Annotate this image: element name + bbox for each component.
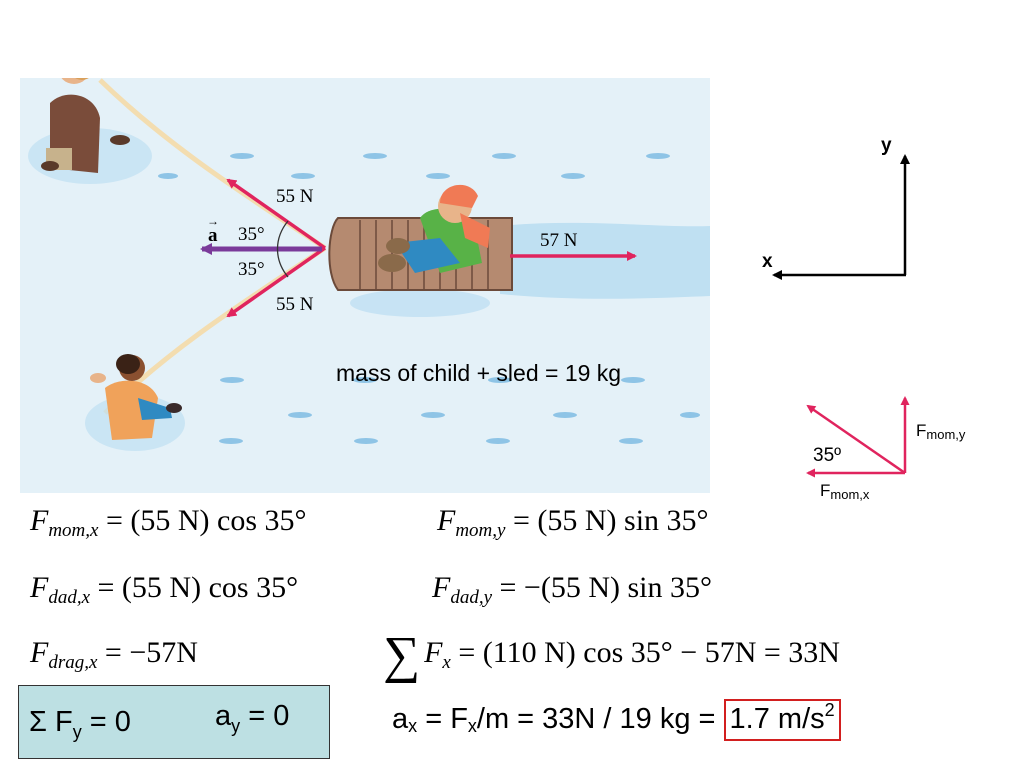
sled-trail — [500, 222, 710, 299]
child-figure — [378, 184, 490, 273]
eq-fdad-y: Fdad,y = −(55 N) sin 35° — [432, 571, 713, 608]
angle-arc — [276, 220, 289, 278]
fmomx-label: Fmom,x — [820, 481, 870, 502]
acceleration-result-box: 1.7 m/s2 — [723, 699, 841, 741]
force-arrow-mom — [226, 178, 327, 250]
angle-top-label: 35° — [238, 224, 265, 245]
vertical-equilibrium-box: Σ Fy = 0 ay = 0 — [18, 685, 330, 759]
snow-marks — [158, 153, 700, 444]
vector-angle-label: 35º — [813, 445, 841, 466]
accel-vector-arrow-icon: → — [207, 214, 219, 228]
eq-fdad-x: Fdad,x = (55 N) cos 35° — [30, 571, 299, 608]
drag-force-label: 57 N — [540, 230, 578, 251]
dad-figure — [85, 354, 185, 451]
y-axis-label: y — [881, 135, 892, 156]
angle-bottom-label: 35° — [238, 259, 265, 280]
mom-force-vector — [806, 404, 906, 475]
mom-figure — [28, 78, 152, 184]
eq-fdrag-x: Fdrag,x = −57N — [30, 636, 198, 673]
eq-sum-fx: ∑Fx = (110 N) cos 35° − 57N = 33N — [383, 627, 840, 684]
mom-force-label: 55 N — [276, 186, 314, 207]
mom-force-component-diagram: 35º Fmom,y Fmom,x — [806, 396, 966, 502]
eq-fmom-x: Fmom,x = (55 N) cos 35° — [30, 504, 307, 541]
acceleration-result-line: ax = Fx/m = 33N / 19 kg = 1.7 m/s2 — [392, 699, 841, 741]
mass-label: mass of child + sled = 19 kg — [336, 360, 622, 386]
dad-force-label: 55 N — [276, 294, 314, 315]
ay-text: ay = 0 — [215, 700, 290, 736]
sled-scene-illustration: 55 N 55 N 57 N 35° 35° a → — [20, 78, 710, 493]
coordinate-axes: y x — [762, 135, 910, 280]
force-arrow-dad — [226, 246, 327, 318]
accel-label: a — [208, 225, 218, 246]
summation-symbol: ∑ — [383, 627, 421, 684]
eq-fmom-y: Fmom,y = (55 N) sin 35° — [437, 504, 709, 541]
sum-fy-text: Σ Fy = 0 — [29, 706, 131, 742]
fmomy-label: Fmom,y — [916, 421, 966, 442]
x-axis-label: x — [762, 251, 773, 272]
